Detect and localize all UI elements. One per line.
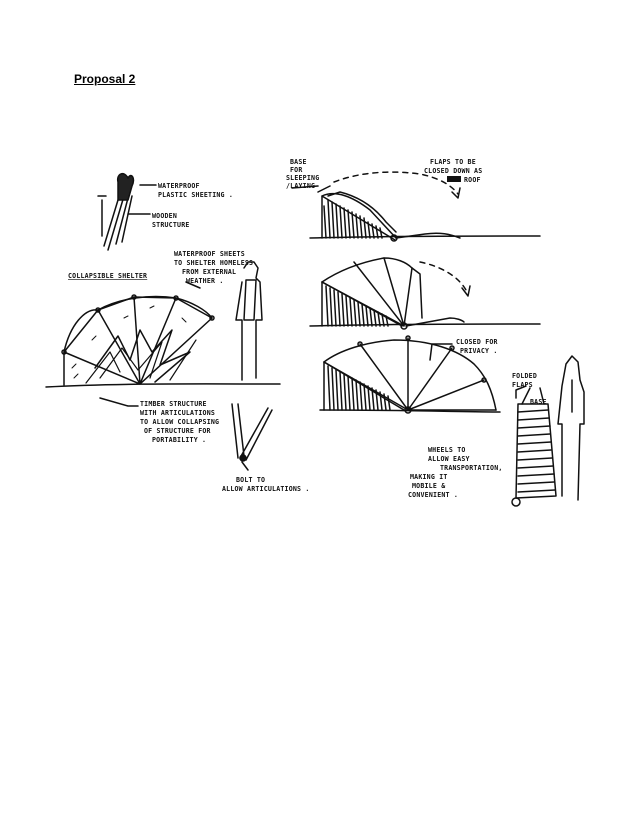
- label-wp-sheets-1: WATERPROOF SHEETS: [174, 250, 245, 258]
- label-folded-1: FOLDED: [512, 372, 537, 380]
- scribble-mark: [447, 176, 461, 182]
- label-wheels-2: ALLOW EASY: [428, 455, 470, 463]
- label-waterproof: WATERPROOF: [158, 182, 200, 190]
- label-base-small: BASE: [530, 398, 547, 406]
- label-bolt-2: ALLOW ARTICULATIONS .: [222, 485, 310, 493]
- label-wheels-5: MOBILE &: [412, 482, 445, 490]
- closed-shelter-drawing: [319, 335, 501, 414]
- folded-transport-drawing: [511, 355, 585, 507]
- sketch-annotations: WATERPROOF PLASTIC SHEETING . WOODEN STR…: [68, 158, 547, 499]
- label-timber-1: TIMBER STRUCTURE: [140, 400, 207, 408]
- label-plastic-sheeting: PLASTIC SHEETING .: [158, 191, 233, 199]
- collapsible-shelter-drawing: [45, 261, 281, 471]
- label-wheels-6: CONVENIENT .: [408, 491, 458, 499]
- label-bolt-1: BOLT TO: [236, 476, 265, 484]
- base-unfolding-drawing: [291, 171, 541, 242]
- label-closed-2: PRIVACY .: [460, 347, 498, 355]
- label-folded-2: FLAPS: [512, 381, 533, 389]
- label-wheels-1: WHEELS TO: [428, 446, 466, 454]
- label-wheels-4: MAKING IT: [410, 473, 448, 481]
- label-base-3: SLEEPING: [286, 174, 319, 182]
- sheeting-detail-drawing: [97, 172, 157, 251]
- label-flaps-3: ROOF: [464, 176, 481, 184]
- page-heading: Proposal 2: [74, 72, 136, 86]
- label-wp-sheets-4: WEATHER .: [186, 277, 224, 285]
- label-wooden: WOODEN: [152, 212, 177, 220]
- label-wp-sheets-3: FROM EXTERNAL: [182, 268, 236, 276]
- label-timber-5: PORTABILITY .: [152, 436, 206, 444]
- label-wp-sheets-2: TO SHELTER HOMELESS: [174, 259, 253, 267]
- label-structure: STRUCTURE: [152, 221, 190, 229]
- label-timber-3: TO ALLOW COLLAPSING: [140, 418, 219, 426]
- label-timber-4: OF STRUCTURE FOR: [144, 427, 211, 435]
- label-timber-2: WITH ARTICULATIONS: [140, 409, 215, 417]
- label-wheels-3: TRANSPORTATION,: [440, 464, 503, 472]
- label-base-2: FOR: [290, 166, 303, 174]
- label-flaps-2: CLOSED DOWN AS: [424, 167, 482, 175]
- label-base-4: /LAYING: [286, 182, 315, 190]
- label-collapsible-shelter: COLLAPSIBLE SHELTER: [68, 272, 147, 280]
- label-base-1: BASE: [290, 158, 307, 166]
- flaps-opening-drawing: [309, 257, 541, 330]
- label-closed-1: CLOSED FOR: [456, 338, 498, 346]
- label-flaps-1: FLAPS TO BE: [430, 158, 476, 166]
